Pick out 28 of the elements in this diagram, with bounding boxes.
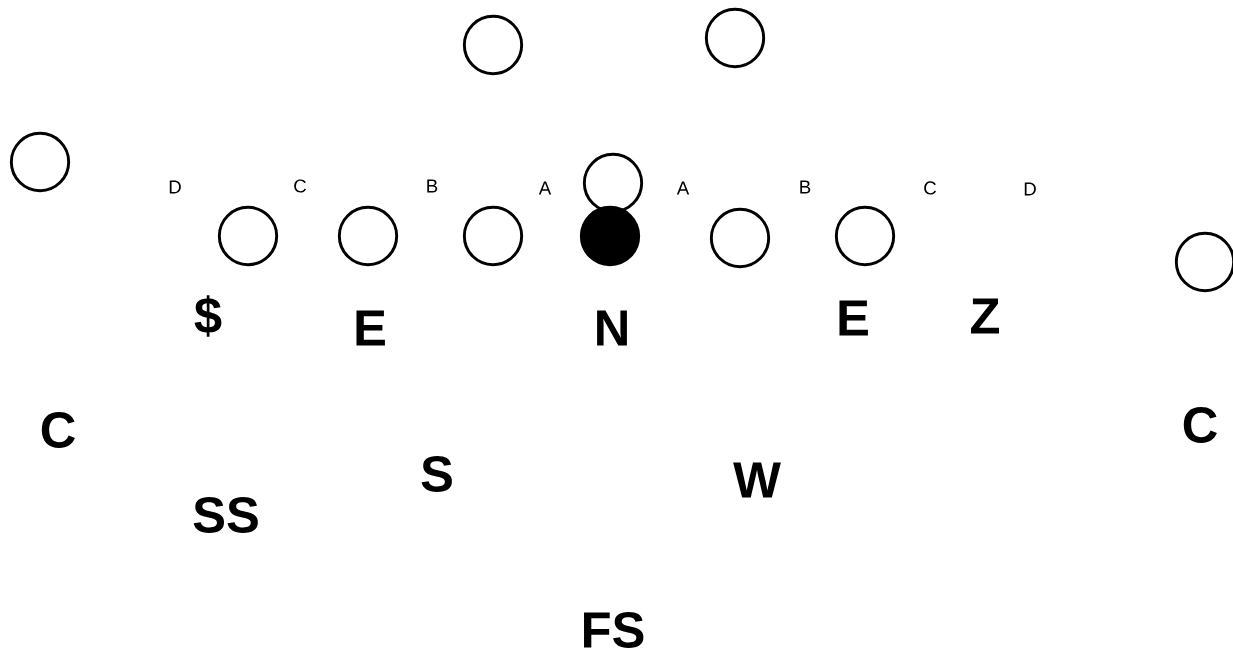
gap-letter: A [676, 181, 690, 195]
player-circle [9, 131, 71, 193]
position-letter: FS [584, 612, 644, 648]
player-circle [709, 207, 771, 269]
player-circle [704, 7, 766, 69]
position-letter: S [421, 456, 452, 492]
position-letter: SS [193, 497, 258, 533]
gap-letter: D [1024, 182, 1036, 196]
gap-letter: A [538, 181, 552, 195]
position-letter: C [41, 412, 75, 448]
position-letter: C [1183, 407, 1217, 443]
gap-letter: B [800, 180, 811, 194]
position-letter: E [356, 310, 385, 346]
gap-letter: D [169, 180, 181, 194]
gap-letter: C [924, 181, 937, 195]
player-circle [337, 205, 399, 267]
gap-letter: B [427, 179, 438, 193]
player-circle [217, 205, 279, 267]
player-circle [579, 205, 641, 267]
player-circle [462, 14, 524, 76]
player-circle [834, 205, 896, 267]
position-letter: N [597, 310, 627, 346]
position-letter: Z [971, 298, 999, 334]
position-letter: W [733, 462, 781, 498]
gap-letter: C [294, 179, 307, 193]
player-circle [462, 205, 524, 267]
position-letter: E [839, 300, 868, 336]
position-letter: $ [194, 295, 222, 337]
